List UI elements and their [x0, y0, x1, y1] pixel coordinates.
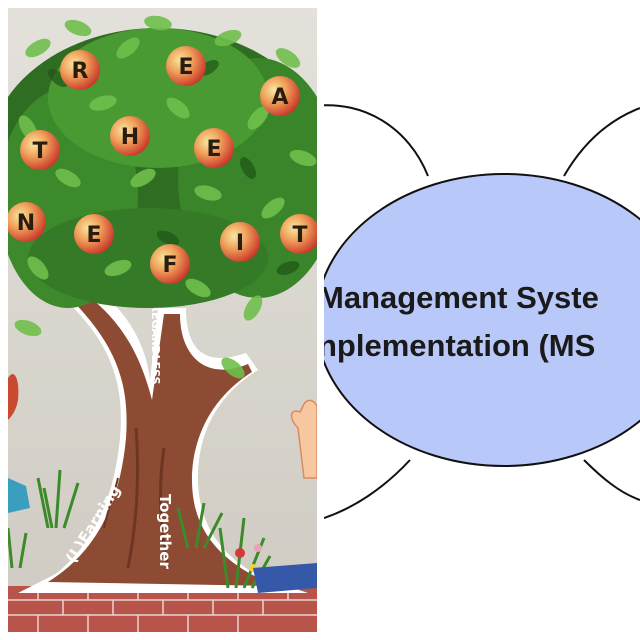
connector-bottom-left: [324, 459, 411, 519]
apple-t-right: T: [280, 214, 317, 254]
management-diagram: Management Syste nplementation (MS: [324, 104, 640, 519]
apple-f: F: [150, 244, 190, 284]
trunk-word-regardless: REGARDLESS: [149, 303, 162, 384]
apple-a: A: [260, 76, 300, 116]
tree-mural-drawing: REGARDLESS (L)Earning Together: [8, 8, 317, 632]
svg-text:I: I: [236, 231, 244, 256]
central-ellipse: [324, 173, 640, 467]
letter-apples: R E A T H: [8, 46, 317, 284]
tree-mural-photo: REGARDLESS (L)Earning Together: [8, 8, 317, 632]
tree-trunk: [36, 280, 290, 590]
svg-text:F: F: [162, 253, 177, 278]
svg-text:E: E: [86, 223, 101, 248]
cartoon-hand: [290, 399, 317, 479]
diagram-crop: Management Syste nplementation (MS: [324, 8, 640, 632]
apple-e-middle: E: [194, 128, 234, 168]
connector-bottom-right: [583, 459, 640, 501]
apple-n: N: [8, 202, 46, 242]
svg-text:A: A: [271, 85, 288, 110]
apple-h: H: [110, 116, 150, 156]
svg-text:T: T: [32, 139, 47, 164]
connector-top-left: [324, 104, 429, 177]
svg-text:N: N: [17, 211, 35, 236]
apple-i: I: [220, 222, 260, 262]
trunk-word-together: Together: [156, 494, 174, 569]
diagram-line-2: nplementation (MS: [324, 328, 595, 363]
svg-text:R: R: [72, 59, 89, 84]
apple-e-top: E: [166, 46, 206, 86]
apple-e-bottom: E: [74, 214, 114, 254]
svg-text:E: E: [206, 137, 221, 162]
svg-text:H: H: [121, 125, 139, 150]
svg-text:T: T: [292, 223, 307, 248]
connector-top-right: [563, 107, 640, 177]
apple-t-left: T: [20, 130, 60, 170]
diagram-line-1: Management Syste: [324, 280, 599, 315]
svg-text:E: E: [178, 55, 193, 80]
apple-r: R: [60, 50, 100, 90]
